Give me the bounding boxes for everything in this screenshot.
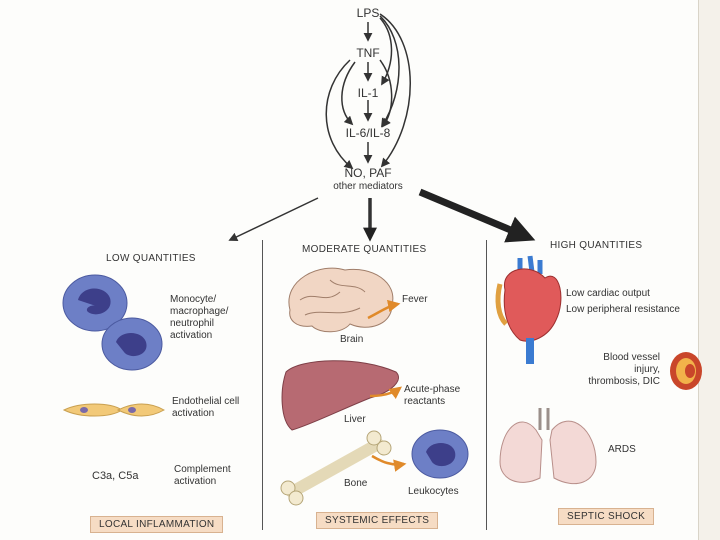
lungs-icon [499,408,597,485]
label-il1: IL-1 [357,86,379,100]
label-monocyte-activation: Monocyte/ macrophage/ neutrophil activat… [170,294,229,341]
heading-moderate-quantities: MODERATE QUANTITIES [302,244,427,255]
label-blood-vessel-injury: Blood vessel injury, thrombosis, DIC [588,352,660,387]
label-il6-il8: IL-6/IL-8 [345,126,391,140]
acute-phase-arrow [369,386,403,399]
label-fever: Fever [402,294,428,305]
heading-high-quantities: HIGH QUANTITIES [550,240,643,251]
footer-septic-shock: SEPTIC SHOCK [558,508,655,525]
endothelial-cells [62,403,166,417]
heart-icon [495,255,562,364]
cascade-arrows [228,13,536,243]
leukocyte-cell [411,429,469,479]
label-tnf: TNF [356,46,380,60]
column-divider-left [262,240,263,530]
label-bone: Bone [344,478,368,489]
blood-vessel-icon [670,352,702,390]
label-ards: ARDS [608,444,636,455]
label-c3a-c5a: C3a, C5a [92,470,139,482]
column-divider-right [486,240,487,530]
label-low-peripheral-resistance: Low peripheral resistance [566,304,680,315]
footer-systemic-effects: SYSTEMIC EFFECTS [316,512,439,529]
fever-arrow [367,299,401,320]
label-no-paf: NO, PAF [344,166,392,180]
heading-low-quantities: LOW QUANTITIES [106,253,196,264]
bone-icon [280,430,392,506]
label-low-cardiac-output: Low cardiac output [566,288,650,299]
label-liver: Liver [344,414,366,425]
label-complement-activation: Complement activation [174,464,231,487]
bone-arrow [371,454,407,472]
label-leukocytes: Leukocytes [408,486,459,497]
brain-icon [288,267,394,333]
label-other-mediators: other mediators [333,181,403,192]
monocyte-cell-bottom [101,317,163,371]
monocyte-cell-top [62,274,128,332]
liver-icon [281,360,399,431]
label-acute-phase-reactants: Acute-phase reactants [404,384,461,407]
adjacent-page-edge [698,0,720,540]
footer-local-inflammation: LOCAL INFLAMMATION [90,516,224,533]
label-endothelial-activation: Endothelial cell activation [172,396,240,419]
label-lps: LPS [356,6,380,20]
label-brain: Brain [340,334,364,345]
